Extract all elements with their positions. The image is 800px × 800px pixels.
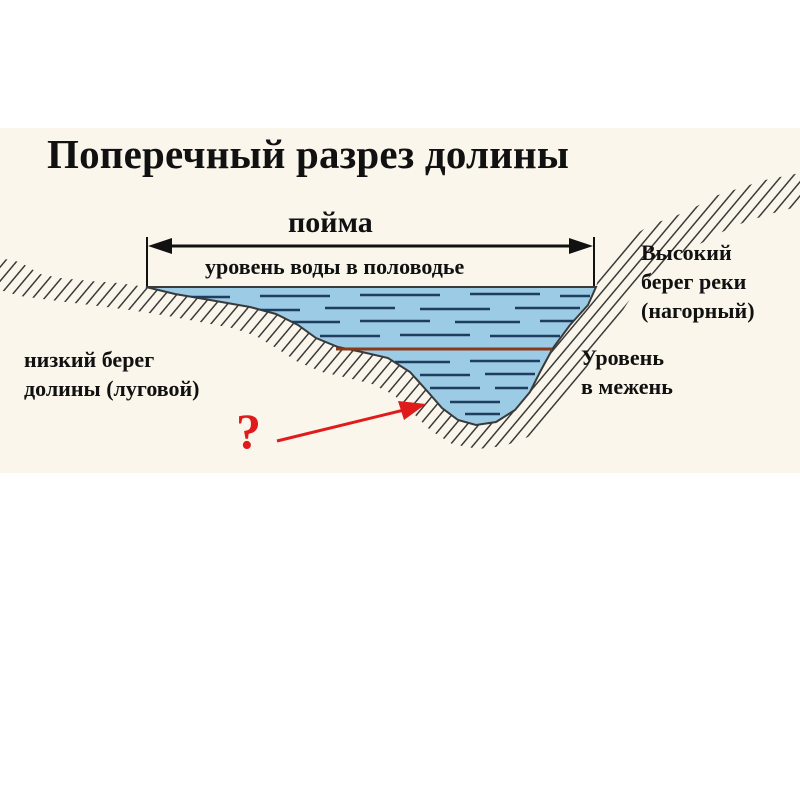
ground-hatch (0, 173, 800, 449)
water-dash-lines (160, 292, 590, 416)
red-pointer-arrow (276, 401, 426, 443)
floodplain-arrow (146, 237, 595, 286)
flood-water-level-label: уровень воды в половодье (205, 254, 465, 279)
high-bank-label: Высокий берег реки (нагорный) (641, 240, 755, 323)
low-water-level-label: Уровень в межень (581, 345, 673, 399)
low-bank-label: низкий берег долины (луговой) (24, 347, 200, 401)
diagram-title: Поперечный разрез долины (47, 131, 570, 177)
question-mark: ? (236, 403, 261, 459)
floodplain-label: пойма (288, 206, 373, 239)
